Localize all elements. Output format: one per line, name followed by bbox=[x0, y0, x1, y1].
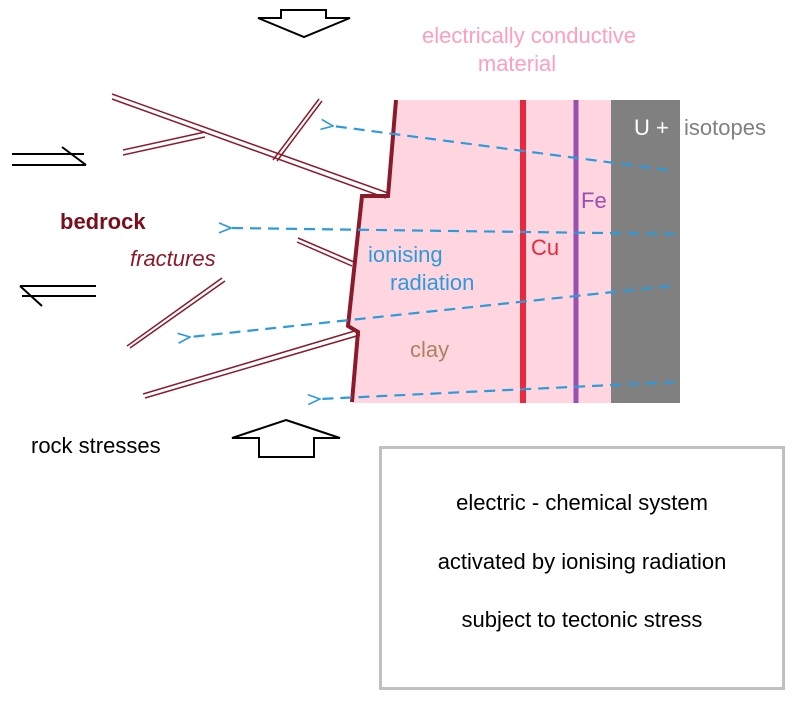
lower-fracture bbox=[142, 329, 359, 395]
summary-line-3: subject to tectonic stress bbox=[461, 607, 703, 632]
cu-label: Cu bbox=[531, 235, 559, 260]
fractures-label: fractures bbox=[130, 246, 216, 271]
radiation-arrows bbox=[190, 126, 676, 399]
clay-label: clay bbox=[410, 337, 449, 362]
summary-box: electric - chemical system activated by … bbox=[379, 446, 785, 690]
bedrock-boundary bbox=[345, 99, 398, 403]
isotope-block bbox=[611, 100, 680, 403]
radiation-arrow-2 bbox=[231, 228, 676, 236]
upper-fracture-branch bbox=[122, 131, 206, 151]
ionising-label-line2: radiation bbox=[390, 270, 474, 295]
fracture-lines bbox=[111, 93, 389, 399]
small-fracture-center bbox=[297, 237, 355, 263]
conductive-label-line2: material bbox=[478, 51, 556, 76]
stress-arrow-down bbox=[257, 9, 351, 39]
summary-line-2: activated by ionising radiation bbox=[437, 549, 727, 574]
small-fracture-left bbox=[126, 277, 223, 347]
upper-fracture-spike bbox=[272, 98, 320, 161]
summary-line-1: electric - chemical system bbox=[456, 490, 708, 515]
upper-fracture bbox=[111, 93, 389, 194]
shear-arrow-left bbox=[19, 285, 96, 307]
clay-region bbox=[348, 100, 612, 403]
isotopes-prefix-label: U + bbox=[634, 115, 669, 140]
isotopes-label: isotopes bbox=[684, 115, 766, 140]
radiation-arrow-4 bbox=[320, 380, 676, 399]
bedrock-label: bedrock bbox=[60, 209, 146, 234]
radiation-arrow-1 bbox=[333, 126, 669, 172]
fe-label: Fe bbox=[581, 188, 607, 213]
ionising-label-line1: ionising bbox=[368, 242, 443, 267]
radiation-arrow-3 bbox=[190, 284, 671, 337]
conductive-label-line1: electrically conductive bbox=[422, 23, 636, 48]
stress-arrow-up bbox=[231, 418, 341, 458]
rock-stresses-label: rock stresses bbox=[31, 433, 161, 458]
shear-arrow-right bbox=[12, 146, 87, 166]
